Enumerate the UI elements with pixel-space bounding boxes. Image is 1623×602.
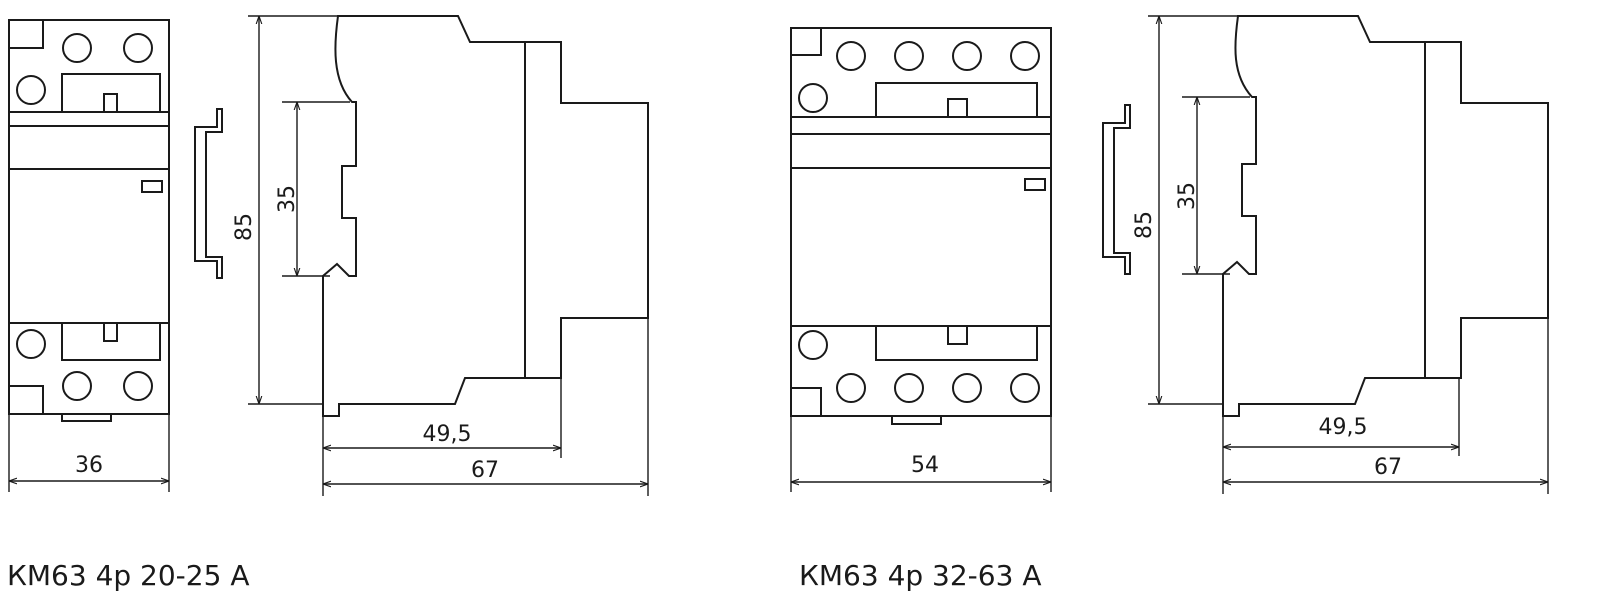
width-label: 54: [911, 453, 939, 478]
terminal-screw-icon: [16, 75, 46, 105]
terminal-screw-icon: [123, 371, 153, 401]
terminal-screw-icon: [894, 41, 924, 71]
terminal-screw-icon: [836, 41, 866, 71]
terminal-screw-icon: [1010, 373, 1040, 403]
depth-dimensions-1: 49,5 67: [322, 318, 649, 496]
terminal-screw-icon: [62, 33, 92, 63]
side-view-2: [1222, 15, 1549, 417]
terminal-screw-icon: [798, 330, 828, 360]
terminal-screw-icon: [952, 373, 982, 403]
depth-dimensions-2: 49,5 67: [1222, 318, 1549, 494]
width-dimension-2: 54: [790, 416, 1052, 492]
front-view-1: [8, 19, 170, 422]
terminal-screw-icon: [798, 83, 828, 113]
figure-1: 36 85 35 49,5 67: [8, 15, 649, 496]
terminal-screw-icon: [952, 41, 982, 71]
terminal-screw-icon: [16, 329, 46, 359]
indicator-window: [1024, 178, 1046, 191]
height-label: 85: [232, 213, 257, 241]
terminal-screw-icon: [123, 33, 153, 63]
depth-front-label: 49,5: [423, 422, 472, 447]
terminal-screw-icon: [62, 371, 92, 401]
caption-figure-1: КМ63 4р 20-25 А: [7, 559, 250, 592]
depth-total-label: 67: [1374, 455, 1402, 480]
din-rail-profile-1: [194, 108, 223, 279]
width-dimension-1: 36: [8, 414, 170, 492]
width-label: 36: [75, 453, 103, 478]
indicator-window: [141, 180, 163, 193]
rail-label: 35: [1175, 182, 1200, 210]
rail-label: 35: [275, 185, 300, 213]
caption-figure-2: КМ63 4р 32-63 А: [799, 559, 1042, 592]
terminal-screw-icon: [1010, 41, 1040, 71]
figure-2: 54 85 35 49,5 67: [790, 15, 1549, 494]
height-dimension-1: 85: [232, 15, 338, 405]
terminal-screw-icon: [894, 373, 924, 403]
height-label: 85: [1132, 211, 1157, 239]
din-rail-profile-2: [1102, 104, 1131, 275]
rail-dimension-2: 35: [1175, 96, 1250, 275]
front-view-2: [790, 27, 1052, 425]
rail-dimension-1: 35: [275, 101, 350, 277]
depth-front-label: 49,5: [1319, 415, 1368, 440]
depth-total-label: 67: [471, 458, 499, 483]
side-view-1: [322, 15, 649, 417]
terminal-screw-icon: [836, 373, 866, 403]
height-dimension-2: 85: [1132, 15, 1238, 405]
